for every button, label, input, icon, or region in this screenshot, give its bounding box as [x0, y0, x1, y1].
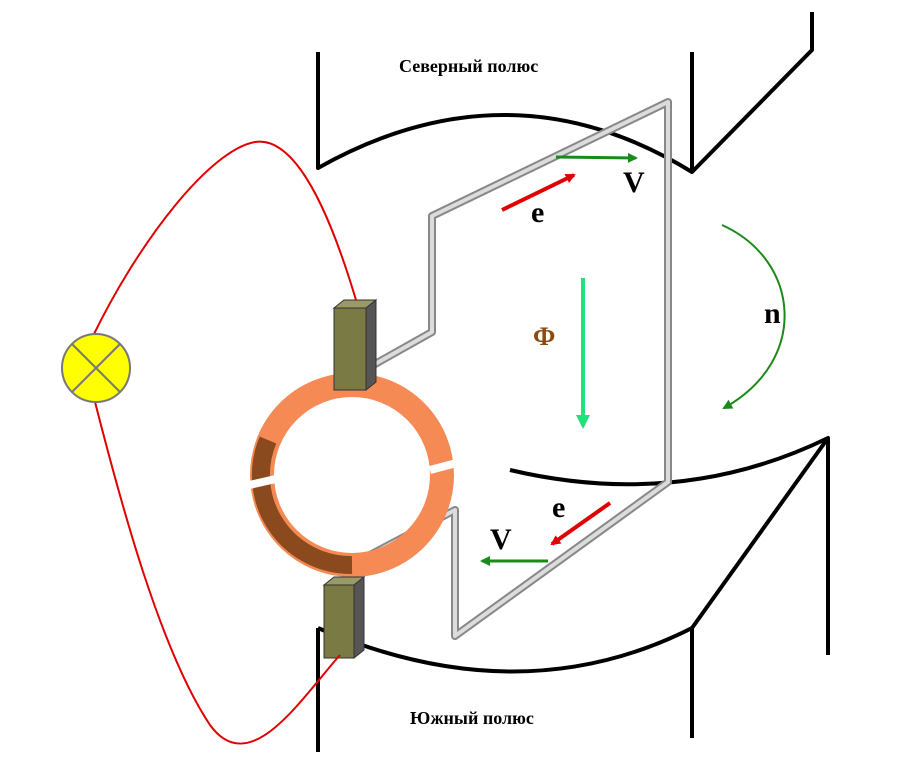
- flux-label: Ф: [533, 322, 555, 351]
- emf-arrow-top: [501, 173, 576, 212]
- external-circuit: [93, 140, 357, 745]
- emf-label-bottom: e: [552, 491, 565, 524]
- south-pole-magnet: [316, 436, 830, 752]
- velocity-arrow-top: [555, 152, 638, 163]
- lamp: [61, 333, 131, 403]
- emf-label-top: e: [531, 196, 544, 229]
- north-pole-label: Северный полюс: [399, 56, 538, 76]
- south-pole-label: Южный полюс: [410, 708, 534, 728]
- velocity-label-bottom: V: [490, 523, 512, 556]
- emf-arrow-bottom: [550, 501, 612, 546]
- velocity-label-top: V: [623, 166, 645, 199]
- brush-top: [332, 298, 378, 392]
- armature-loop: [364, 98, 672, 640]
- rotation-label: n: [764, 297, 781, 330]
- rotation-arrow: [721, 224, 786, 409]
- commutator-ring: [244, 373, 470, 577]
- brush-bottom: [322, 575, 366, 660]
